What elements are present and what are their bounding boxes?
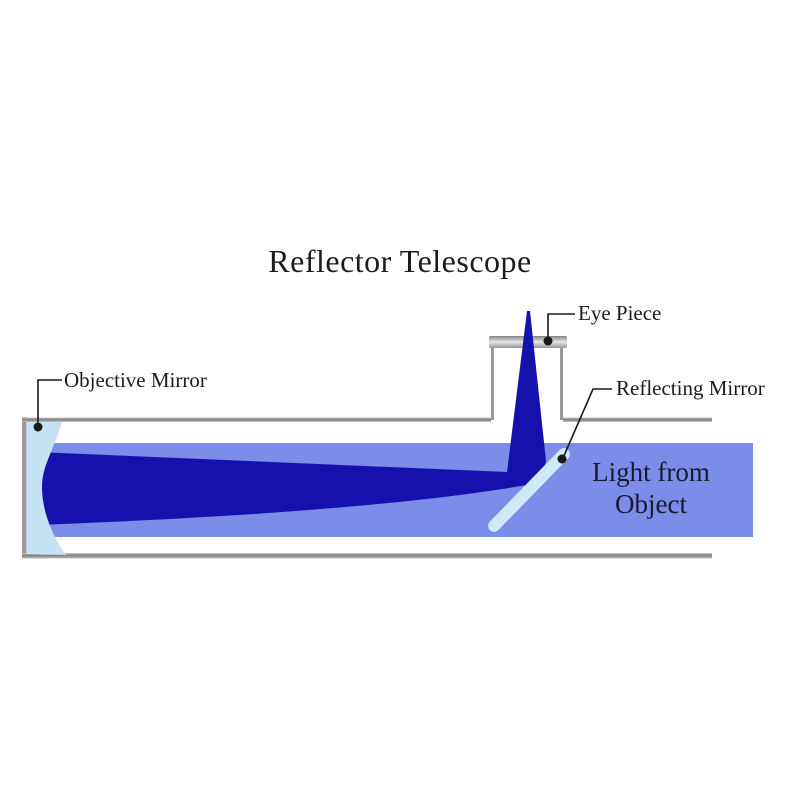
eye-piece-leader-line bbox=[547, 313, 575, 340]
objective-mirror-leader-line bbox=[37, 379, 62, 425]
label-light-from-object: Light from Object bbox=[570, 456, 732, 520]
label-eye-piece: Eye Piece bbox=[578, 301, 662, 325]
eye-piece-leader-dot bbox=[543, 336, 553, 346]
tube-top-left-edge bbox=[22, 417, 491, 422]
reflecting-mirror-shape bbox=[488, 448, 570, 532]
objective-mirror-leader-dot bbox=[33, 422, 43, 432]
label-reflecting-mirror: Reflecting Mirror bbox=[616, 376, 765, 400]
reflecting-mirror-leader-dot bbox=[557, 454, 567, 464]
label-objective-mirror: Objective Mirror bbox=[64, 368, 207, 392]
tube-bottom-edge bbox=[22, 553, 712, 559]
eyepiece-right-wall bbox=[560, 346, 563, 420]
label-light-from-object-line1: Light from bbox=[592, 457, 710, 487]
eyepiece-left-wall bbox=[491, 346, 494, 420]
reflecting-mirror-leader-line bbox=[562, 388, 612, 459]
leader-lines bbox=[37, 313, 612, 459]
objective-mirror-shape bbox=[27, 422, 66, 555]
tube-top-right-edge bbox=[563, 417, 712, 422]
label-light-from-object-line2: Object bbox=[615, 489, 687, 519]
converging-beam bbox=[36, 311, 546, 525]
diagram-title: Reflector Telescope bbox=[268, 243, 532, 279]
leader-dots bbox=[33, 336, 567, 464]
tube-left-wall bbox=[22, 417, 27, 558]
